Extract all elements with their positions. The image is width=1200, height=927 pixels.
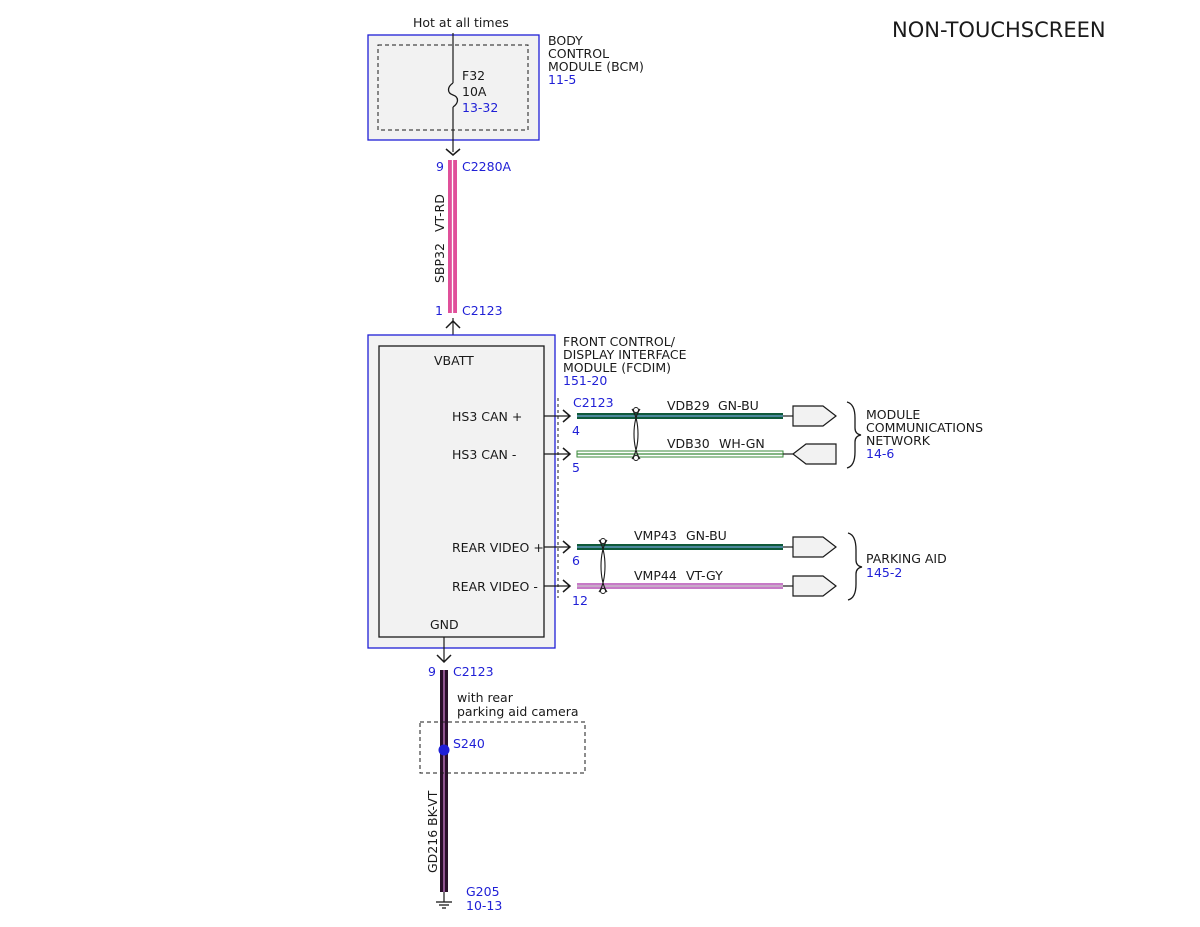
connector-arrow-icon <box>562 447 572 461</box>
connector-arrow-icon <box>562 540 572 554</box>
signal-pin-4: 4 <box>572 423 580 438</box>
c2123-top-pin: 1 <box>435 303 443 318</box>
option-box <box>419 721 586 774</box>
signal-label-rear-video-plus: REAR VIDEO + <box>452 540 544 555</box>
wire-sbp32 <box>448 160 457 313</box>
fuse-rating: 10A <box>462 84 487 99</box>
option-note-line-1: with rear <box>457 690 514 705</box>
network-name-line-2: COMMUNICATIONS <box>866 420 983 435</box>
wire-color-vt-gy: VT-GY <box>686 568 723 583</box>
fcdim-ref[interactable]: 151-20 <box>563 373 607 388</box>
splice-dot-icon <box>438 744 450 756</box>
wire-color-gn-bu-1: GN-BU <box>718 398 759 413</box>
bcm-name-line-2: CONTROL <box>548 46 609 61</box>
wire-color-wh-gn: WH-GN <box>719 436 765 451</box>
network-ref[interactable]: 14-6 <box>866 446 894 461</box>
signal-pin-6: 6 <box>572 553 580 568</box>
signal-label-hs3-can-minus: HS3 CAN - <box>452 447 516 462</box>
ground-wire-circuit: GD216 <box>425 830 440 873</box>
connector-arrow-icon <box>792 575 837 597</box>
power-source-label: Hot at all times <box>413 15 509 30</box>
c2123-gnd-name[interactable]: C2123 <box>453 664 494 679</box>
fcdim-module[interactable] <box>367 334 559 649</box>
signal-pin-5: 5 <box>572 460 580 475</box>
signal-pin-12: 12 <box>572 593 588 608</box>
wire-vdb30 <box>576 450 784 458</box>
network-name-line-1: MODULE <box>866 407 920 422</box>
wire-vmp43 <box>577 544 783 550</box>
connector-arrow-icon <box>792 405 837 427</box>
wire-vmp44 <box>577 583 783 589</box>
fuse-name: F32 <box>462 68 485 83</box>
fuse-icon <box>447 82 459 108</box>
brace-icon <box>846 401 862 469</box>
bcm-name-line-1: BODY <box>548 33 583 48</box>
twisted-pair-icon <box>598 538 608 594</box>
network-name-line-3: NETWORK <box>866 433 931 448</box>
power-wire-circuit: SBP32 <box>432 243 447 283</box>
parking-aid-name: PARKING AID <box>866 551 947 566</box>
connector-arrow-icon <box>562 409 572 423</box>
connector-arrow-icon <box>445 148 461 156</box>
bcm-ref[interactable]: 11-5 <box>548 72 576 87</box>
fcdim-name-line-3: MODULE (FCDIM) <box>563 360 671 375</box>
c2123-top-name[interactable]: C2123 <box>462 303 503 318</box>
wire-circuit-vdb30: VDB30 <box>667 436 710 451</box>
page-title: NON-TOUCHSCREEN <box>892 18 1106 42</box>
wire-circuit-vdb29: VDB29 <box>667 398 710 413</box>
power-wire-color: VT-RD <box>432 194 447 232</box>
bcm-name-line-3: MODULE (BCM) <box>548 59 644 74</box>
c2123-gnd-pin: 9 <box>428 664 436 679</box>
signal-label-rear-video-minus: REAR VIDEO - <box>452 579 538 594</box>
connector-arrow-icon <box>436 654 452 664</box>
ground-ref[interactable]: 10-13 <box>466 898 502 913</box>
fuse-ref[interactable]: 13-32 <box>462 100 498 115</box>
splice-name[interactable]: S240 <box>453 736 485 751</box>
ground-wire-color: BK-VT <box>425 790 440 826</box>
wire-vdb29 <box>577 413 783 419</box>
fcdim-gnd-label: GND <box>430 617 459 632</box>
parking-aid-ref[interactable]: 145-2 <box>866 565 902 580</box>
wire-circuit-vmp43: VMP43 <box>634 528 677 543</box>
wire-color-gn-bu-2: GN-BU <box>686 528 727 543</box>
brace-icon <box>847 532 863 601</box>
fcdim-name-line-1: FRONT CONTROL/ <box>563 334 676 349</box>
connector-arrow-icon <box>792 536 837 558</box>
connector-arrow-icon <box>792 443 837 465</box>
wire-circuit-vmp44: VMP44 <box>634 568 677 583</box>
c2123-signals-name[interactable]: C2123 <box>573 395 614 410</box>
fcdim-vbatt-label: VBATT <box>434 353 474 368</box>
ground-symbol-icon <box>436 892 452 909</box>
signal-label-hs3-can-plus: HS3 CAN + <box>452 409 522 424</box>
fcdim-name-line-2: DISPLAY INTERFACE <box>563 347 687 362</box>
wire-gd216 <box>440 670 448 892</box>
connector-arrow-icon <box>562 579 572 593</box>
twisted-pair-icon <box>631 407 641 461</box>
option-note-line-2: parking aid camera <box>457 704 579 719</box>
c2280a-pin: 9 <box>436 159 444 174</box>
c2280a-name[interactable]: C2280A <box>462 159 512 174</box>
ground-name[interactable]: G205 <box>466 884 500 899</box>
